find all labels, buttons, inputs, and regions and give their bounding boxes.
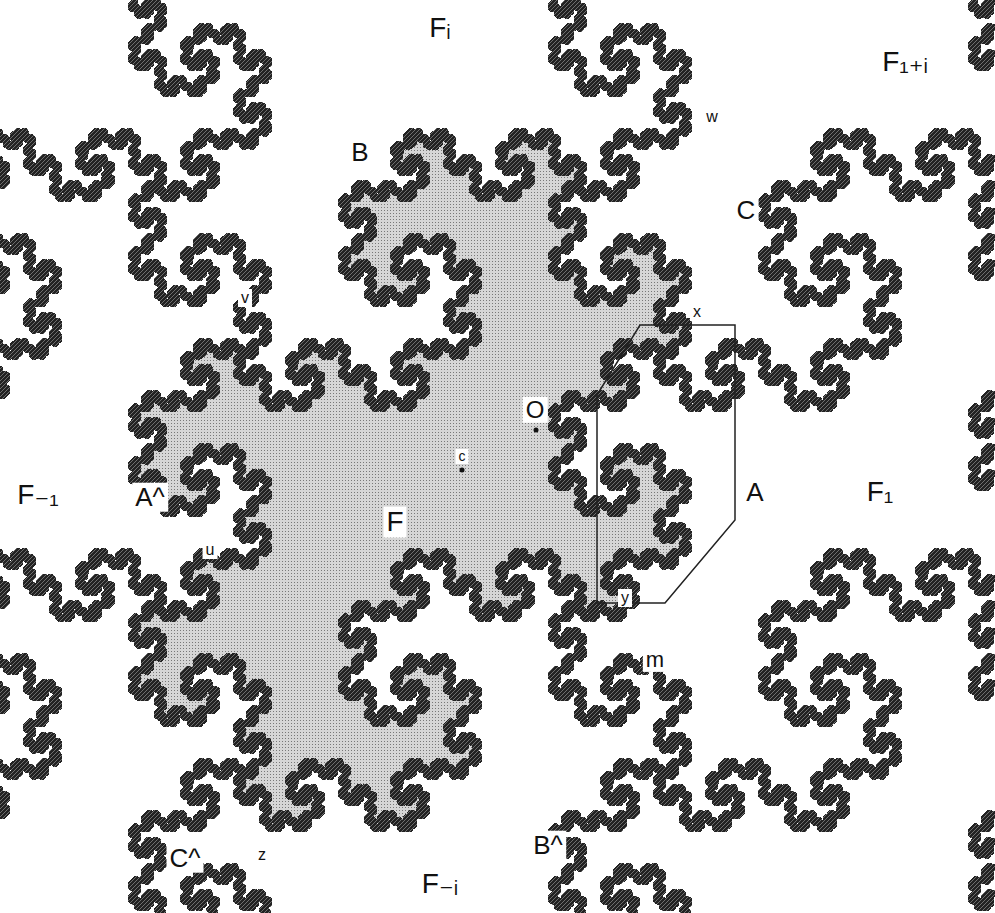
region-label: B bbox=[348, 138, 371, 167]
tile-label: B bbox=[348, 138, 371, 167]
tile-label: y bbox=[618, 589, 632, 607]
region-label: C^ bbox=[167, 844, 204, 873]
region-label: B^ bbox=[530, 831, 566, 860]
tile-label: A bbox=[743, 478, 766, 507]
region-label: m bbox=[643, 648, 667, 672]
region-label: y bbox=[618, 589, 632, 607]
tile-label: O bbox=[523, 397, 548, 423]
region-label: v bbox=[238, 289, 252, 307]
tile-label: u bbox=[203, 541, 218, 559]
tile-label: m bbox=[643, 648, 667, 672]
tile-label: F₋ᵢ bbox=[419, 869, 461, 900]
tile-label: z bbox=[255, 846, 269, 864]
region-label: A^ bbox=[132, 483, 168, 512]
region-label: Fᵢ bbox=[426, 13, 454, 44]
origin-dot bbox=[534, 428, 539, 433]
region-label: C bbox=[734, 196, 759, 225]
region-label: F bbox=[383, 507, 406, 538]
tile-label: F bbox=[383, 507, 406, 538]
region-label: F₁ bbox=[864, 477, 897, 508]
tile-label: w bbox=[703, 108, 721, 126]
region-label: O bbox=[523, 397, 548, 423]
tile-label: B^ bbox=[530, 831, 566, 860]
region-label: A bbox=[743, 478, 766, 507]
tile-label: A^ bbox=[132, 483, 168, 512]
region-label: x bbox=[690, 303, 704, 321]
hexagon-frame bbox=[597, 325, 735, 603]
region-label: F₁₊ᵢ bbox=[879, 47, 931, 78]
region-label: c bbox=[456, 449, 469, 464]
center-dot bbox=[460, 468, 465, 473]
region-label: u bbox=[203, 541, 218, 559]
region-label: w bbox=[703, 108, 721, 126]
tile-label: F₁₊ᵢ bbox=[879, 47, 931, 78]
tile-label: Fᵢ bbox=[426, 13, 454, 44]
tile-label: C^ bbox=[167, 844, 204, 873]
tile-label: C bbox=[734, 196, 759, 225]
region-label: F₋ᵢ bbox=[419, 869, 461, 900]
tile-label: x bbox=[690, 303, 704, 321]
region-label: z bbox=[255, 846, 269, 864]
tile-label: v bbox=[238, 289, 252, 307]
tile-label: F₋₁ bbox=[14, 480, 61, 511]
tile-label: F₁ bbox=[864, 477, 897, 508]
region-label: F₋₁ bbox=[14, 480, 61, 511]
tile-label: c bbox=[456, 447, 469, 465]
